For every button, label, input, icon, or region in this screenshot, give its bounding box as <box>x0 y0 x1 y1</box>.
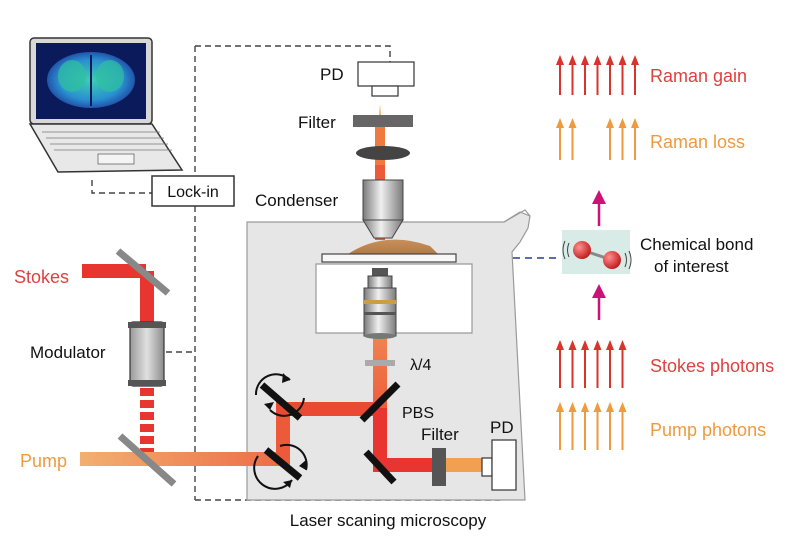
sample-icon <box>348 239 438 254</box>
condenser-icon <box>356 146 410 239</box>
transition-arrows <box>592 190 606 320</box>
lambda-quarter-label: λ/4 <box>410 357 431 374</box>
raman-loss-arrow-head <box>631 118 639 128</box>
raman-gain-arrow-head <box>593 55 602 65</box>
pd-bottom-label: PD <box>490 418 514 437</box>
stokes-photon-arrow-head <box>568 340 577 350</box>
pump-photon-arrow-head <box>556 402 564 412</box>
photodetector-top-icon <box>357 61 415 97</box>
lock-in-box <box>151 175 235 207</box>
raman-gain-arrows <box>556 55 639 95</box>
chemical-bond-label-line1: Chemical bond <box>640 235 753 254</box>
raman-gain-arrow-head <box>618 55 627 65</box>
microscopy-label: Laser scaning microscopy <box>290 511 487 530</box>
pump-photon-arrow-head <box>618 402 627 412</box>
raman-gain-arrow-head <box>556 55 564 65</box>
pump-photon-arrow-head <box>593 402 602 412</box>
raman-loss-label: Raman loss <box>650 132 745 152</box>
quarter-wave-plate <box>365 360 395 366</box>
filter-bottom-label: Filter <box>421 425 459 444</box>
stokes-photon-arrow-head <box>593 340 602 350</box>
modulator-label: Modulator <box>30 343 106 362</box>
raman-loss-arrow-head <box>606 118 614 128</box>
pump-photons-label: Pump photons <box>650 420 766 440</box>
pbs-label: PBS <box>402 405 434 422</box>
filter-bottom-icon <box>432 448 446 486</box>
pump-photon-arrows <box>556 402 627 450</box>
raman-loss-arrow-head <box>618 118 627 128</box>
stokes-photon-arrow-head <box>618 340 627 350</box>
stokes-photon-arrow-head <box>556 340 564 350</box>
pd-top-label: PD <box>320 65 344 84</box>
condenser-label: Condenser <box>255 191 339 210</box>
raman-gain-label: Raman gain <box>650 66 747 86</box>
pump-label: Pump <box>20 451 67 471</box>
stokes-photon-arrow-head <box>581 340 589 350</box>
filter-top-icon <box>353 115 413 127</box>
stokes-label: Stokes <box>14 267 69 287</box>
raman-loss-arrows <box>556 118 639 160</box>
pump-photon-arrow-head <box>568 402 577 412</box>
laptop-icon <box>28 37 184 173</box>
filter-top-label: Filter <box>298 113 336 132</box>
objective-icon <box>363 268 397 339</box>
raman-gain-arrow-head <box>631 55 639 65</box>
stokes-photon-arrow-head <box>606 340 614 350</box>
raman-loss-arrow-head <box>568 118 577 128</box>
stokes-photon-arrows <box>556 340 627 388</box>
molecule-icon <box>562 230 632 274</box>
chemical-bond-label-line2: of interest <box>654 257 729 276</box>
stokes-photons-label: Stokes photons <box>650 356 774 376</box>
pump-photon-arrow-head <box>581 402 589 412</box>
raman-gain-arrow-head <box>581 55 589 65</box>
raman-loss-arrow-head <box>556 118 564 128</box>
lock-in-label: Lock-in <box>167 184 219 201</box>
modulator-icon <box>128 321 166 387</box>
photodetector-bottom-icon <box>481 439 517 491</box>
raman-gain-arrow-head <box>606 55 614 65</box>
pump-photon-arrow-head <box>606 402 614 412</box>
raman-gain-arrow-head <box>568 55 577 65</box>
stage-plate <box>321 253 457 263</box>
